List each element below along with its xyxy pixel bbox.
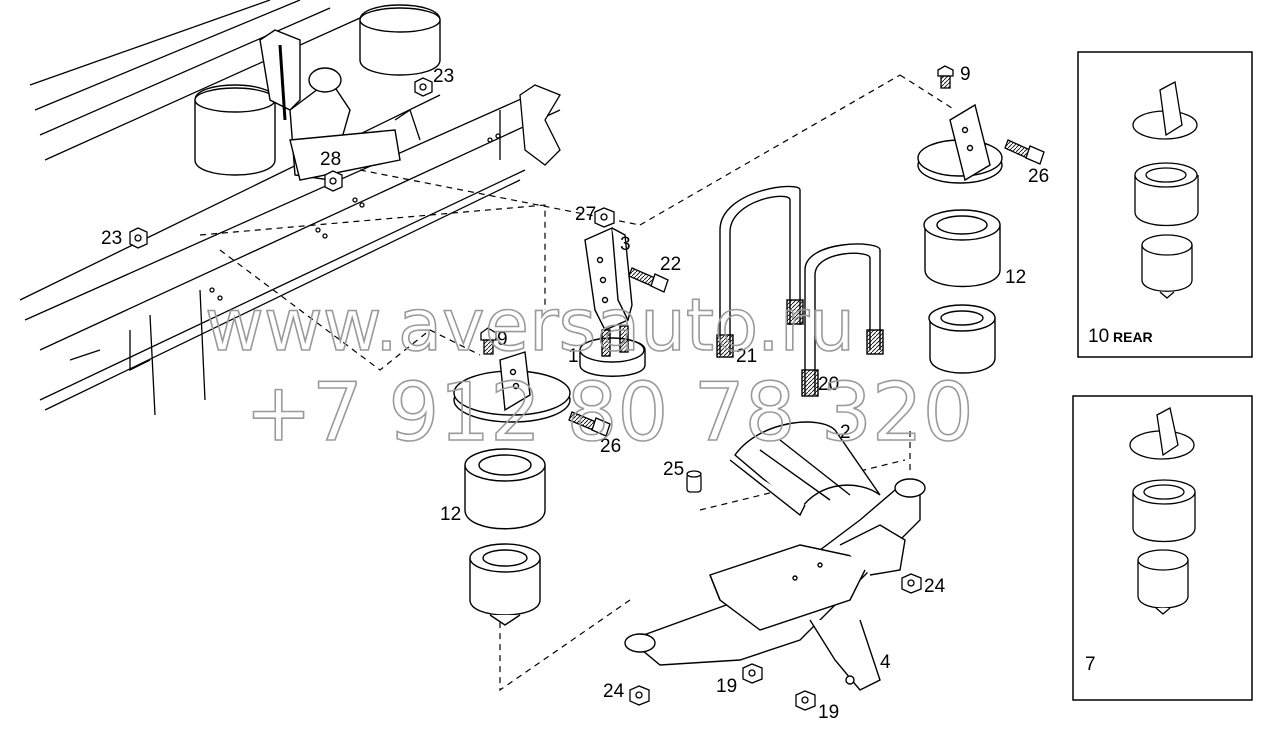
watermark-phone: +7 912 80 78 320: [245, 366, 974, 459]
callout-9-right: 9: [960, 64, 971, 85]
top-plate-right: [917, 103, 1003, 184]
air-spring-12-left: [464, 448, 546, 530]
inset-labels: 10 REAR 7: [1085, 326, 1153, 675]
clamp-plate-2: [729, 421, 881, 517]
bolt-26-left: [568, 411, 611, 437]
inset-rear-text: REAR: [1113, 329, 1153, 345]
trailing-arm-4: [624, 478, 926, 691]
bolt-26-right: [1004, 139, 1045, 165]
inset-front-number: 7: [1085, 654, 1096, 675]
watermark-site: www.aversauto.ru: [205, 283, 855, 367]
nut-24-left: [629, 685, 650, 706]
callout-23-top: 23: [433, 66, 454, 87]
bolt-22: [628, 267, 669, 293]
callout-22: 22: [660, 254, 681, 275]
callout-26-right: 26: [1028, 166, 1049, 187]
vehicle-frame: [19, 0, 561, 416]
spring-seat-1: [579, 325, 646, 377]
callout-21: 21: [736, 346, 757, 367]
callout-25: 25: [663, 459, 684, 480]
assembly-leader-lines: [199, 74, 956, 692]
nut-28: [324, 170, 343, 192]
dowel-25: [686, 470, 702, 493]
top-plate-left: [453, 351, 571, 423]
callout-1: 1: [568, 346, 579, 367]
piston-right: [928, 304, 996, 374]
nut-19-left: [742, 663, 763, 684]
callout-3: 3: [620, 234, 631, 255]
u-bolt-21: [716, 185, 804, 358]
callout-20: 20: [818, 374, 839, 395]
bolt-9-left: [480, 327, 497, 355]
callout-19-right: 19: [818, 702, 839, 723]
inset-front: [1072, 395, 1253, 701]
callout-12-right: 12: [1005, 267, 1026, 288]
nut-24-right: [901, 573, 922, 594]
bolt-9-right: [937, 65, 954, 89]
callout-26-left: 26: [600, 436, 621, 457]
callout-23-left: 23: [101, 228, 122, 249]
callout-27: 27: [575, 204, 596, 225]
callout-2: 2: [840, 422, 851, 443]
watermark: www.aversauto.ru +7 912 80 78 320: [204, 282, 974, 460]
frame-air-springs: [194, 4, 441, 181]
callout-9-left: 9: [497, 329, 508, 350]
nut-23-left: [129, 227, 148, 249]
nut-23-top: [414, 77, 433, 97]
air-spring-12-right: [923, 209, 1001, 288]
bracket-3: [584, 226, 633, 331]
inset-rear-number: 10: [1088, 326, 1109, 347]
callout-labels: 23 28 23 27 3 22 9 1 26 21 20 2 12 25 24…: [101, 64, 1049, 723]
u-bolt-20: [801, 243, 884, 397]
callout-4: 4: [880, 652, 891, 673]
inset-rear: [1077, 51, 1253, 358]
piston-left: [469, 543, 541, 626]
callout-24-left: 24: [603, 681, 625, 702]
callout-24-right: 24: [924, 576, 946, 597]
callout-19-left: 19: [716, 676, 737, 697]
callout-12-left: 12: [440, 504, 461, 525]
callout-28: 28: [320, 149, 341, 170]
nut-19-right: [795, 690, 816, 711]
nut-27: [594, 207, 615, 228]
